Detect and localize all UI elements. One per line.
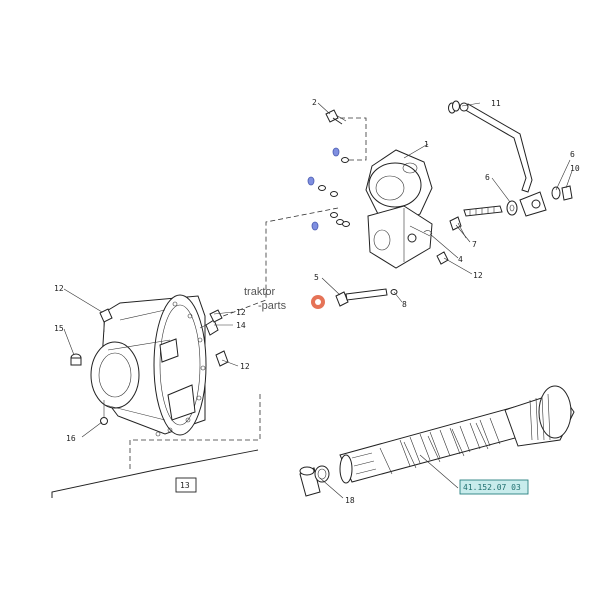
callout-2: 2 [312,98,317,107]
callout-1: 1 [424,140,429,149]
reference-link-label: 41.152.07 03 [463,483,521,492]
callout-13: 13 [180,481,190,490]
washer-6-left[interactable] [506,200,518,216]
gear-logo-icon [311,295,325,309]
callout-6-left: 6 [485,173,490,182]
callout-5: 5 [314,273,319,282]
ring-18[interactable] [314,465,330,483]
threaded-rod[interactable] [463,205,503,217]
callout-15: 15 [54,324,64,333]
callout-10: 10 [570,164,580,173]
nut-12-bracket[interactable] [436,251,449,265]
callout-18: 18 [345,496,355,505]
assembly-guide-lines [129,117,367,470]
pin-16[interactable] [100,400,108,425]
washer-6-right[interactable] [551,186,561,200]
callout-12-housing-right: 12 [236,308,246,317]
washer-11-b[interactable] [452,100,460,112]
bolt-2[interactable] [325,109,347,125]
nut-10[interactable] [561,185,573,201]
housing-bolt-holes [155,301,206,437]
watermark-line1: traktor [244,286,276,298]
callout-8: 8 [402,300,407,309]
callout-14: 14 [236,321,246,330]
seal-ring-middle[interactable] [307,176,338,197]
splined-shaft[interactable] [339,385,575,484]
leader-lines [63,102,573,499]
callout-labels: 2 1 11 6 10 6 7 4 12 5 8 12 15 12 14 12 … [54,98,580,505]
seal-ring-lower[interactable] [311,212,350,231]
callout-4: 4 [458,255,463,264]
control-rod-11[interactable] [459,102,533,193]
housing-bolt-12-top[interactable] [99,308,113,332]
rod-end-clevis[interactable] [519,191,547,217]
bolt-12-right-top[interactable] [209,309,223,323]
seal-ring-upper[interactable] [332,147,349,163]
callout-6-right: 6 [570,150,575,159]
bolt-14[interactable] [199,319,219,336]
callout-12-housing-top: 12 [54,284,64,293]
clip-4[interactable] [423,230,433,235]
plug-15[interactable] [70,353,82,366]
hub-housing[interactable] [90,294,207,437]
reference-link-box[interactable]: 41.152.07 03 [459,479,529,495]
callout-11: 11 [491,99,501,108]
callout-16: 16 [66,434,76,443]
callout-7: 7 [472,240,477,249]
pin-7[interactable] [449,216,467,239]
callout-12-housing-lower: 12 [240,362,250,371]
callout-12-bracket: 12 [473,271,483,280]
watermark-line2: -parts [258,300,287,312]
traktor-parts-watermark: traktor -parts [244,286,325,312]
pin-5[interactable] [335,288,388,307]
bracket-13 [51,449,259,498]
bolt-12-right-bottom[interactable] [215,350,229,367]
upper-bracket-1[interactable] [365,149,433,269]
callout-13-box: 13 [175,477,197,493]
